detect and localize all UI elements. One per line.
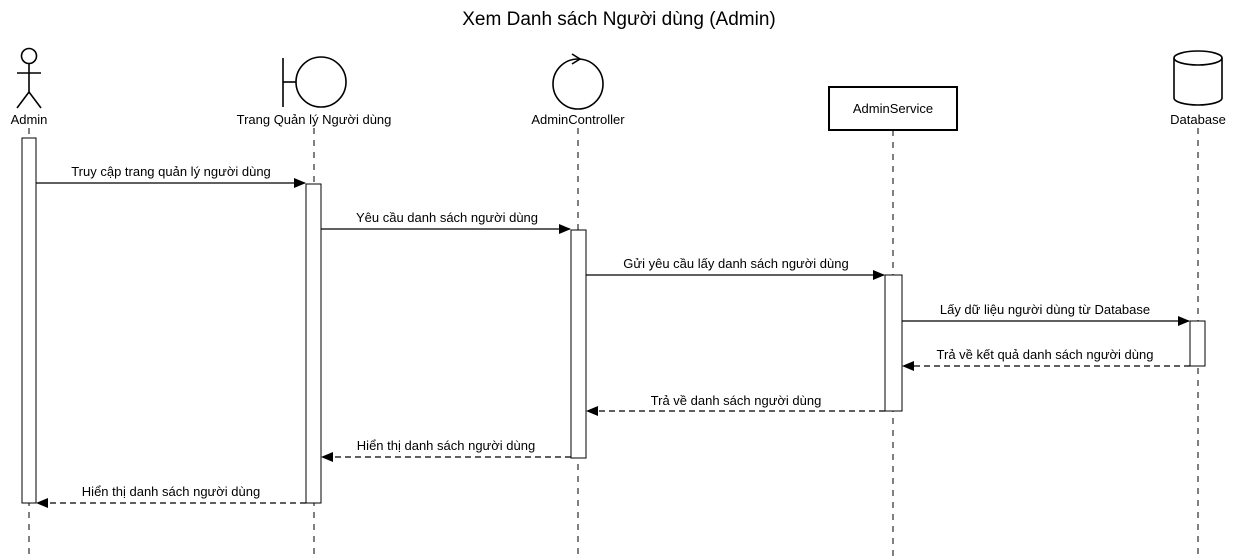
participant-admin: Admin xyxy=(11,47,48,556)
message-2: Yêu cầu danh sách người dùng xyxy=(321,210,571,234)
message-7: Hiển thị danh sách người dùng xyxy=(321,438,571,462)
participant-svc: AdminService xyxy=(828,86,958,556)
message-8: Hiển thị danh sách người dùng xyxy=(36,484,306,508)
message-label: Gửi yêu cầu lấy danh sách người dùng xyxy=(623,256,848,271)
participant-label-ctrl: AdminController xyxy=(531,112,625,127)
message-label: Trả về danh sách người dùng xyxy=(651,393,822,408)
participant-label-admin: Admin xyxy=(11,112,48,127)
participant-db: Database xyxy=(1170,50,1226,556)
activation-ui xyxy=(305,183,322,504)
activation-admin xyxy=(21,137,37,504)
participant-ctrl: AdminController xyxy=(531,53,625,556)
actor-icon xyxy=(16,47,42,109)
participant-ui: Trang Quản lý Người dùng xyxy=(237,56,392,556)
participant-box-svc xyxy=(828,86,958,131)
boundary-icon xyxy=(282,56,347,108)
participant-label-db: Database xyxy=(1170,112,1226,127)
message-label: Lấy dữ liệu người dùng từ Database xyxy=(940,302,1150,317)
message-5: Trả về kết quả danh sách người dùng xyxy=(902,347,1190,371)
database-icon xyxy=(1173,50,1223,106)
message-label: Trả về kết quả danh sách người dùng xyxy=(937,347,1154,362)
participant-label-ui: Trang Quản lý Người dùng xyxy=(237,112,392,127)
message-3: Gửi yêu cầu lấy danh sách người dùng xyxy=(586,256,885,280)
message-4: Lấy dữ liệu người dùng từ Database xyxy=(902,302,1190,326)
activation-svc xyxy=(884,274,903,412)
control-icon xyxy=(552,53,604,110)
message-label: Yêu cầu danh sách người dùng xyxy=(356,210,538,225)
participant-label-svc: AdminService xyxy=(853,101,933,116)
message-label: Truy cập trang quản lý người dùng xyxy=(71,164,271,179)
message-label: Hiển thị danh sách người dùng xyxy=(357,438,535,453)
activation-db xyxy=(1189,320,1206,367)
message-1: Truy cập trang quản lý người dùng xyxy=(36,164,306,188)
message-6: Trả về danh sách người dùng xyxy=(586,393,885,416)
diagram-title: Xem Danh sách Người dùng (Admin) xyxy=(462,9,775,30)
activation-ctrl xyxy=(570,229,587,459)
message-label: Hiển thị danh sách người dùng xyxy=(82,484,260,499)
